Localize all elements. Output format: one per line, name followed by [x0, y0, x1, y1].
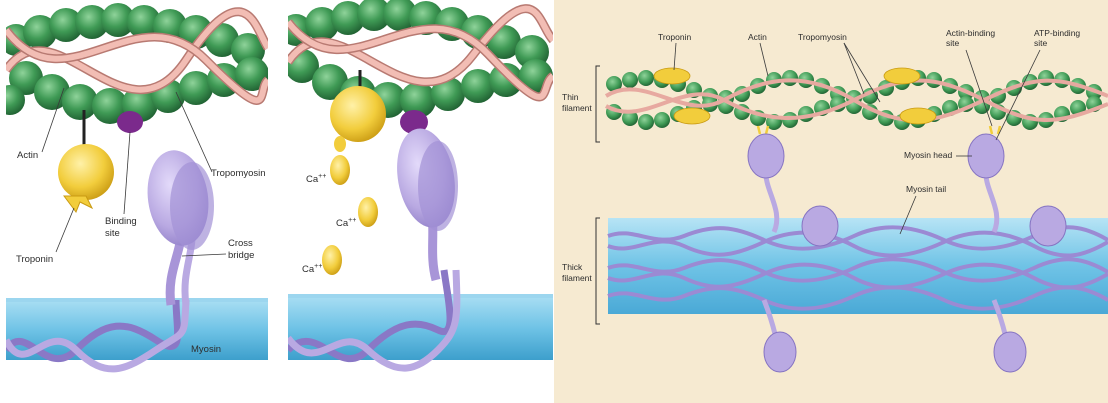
label-actin-binding-site-line1: Actin-binding [946, 28, 995, 38]
label-actin-binding-site-line2: site [946, 38, 960, 48]
panel-calcium-bound: Ca++ Ca++ Ca++ [288, 0, 553, 403]
label-troponin: Troponin [658, 32, 692, 42]
label-binding-site-line2: site [105, 228, 120, 239]
panel-filament-overview: Thin filament Thick filament Troponin Ac… [554, 0, 1108, 403]
label-myosin-head: Myosin head [904, 150, 952, 160]
label-thin-filament-line2: filament [562, 103, 592, 113]
label-thick-filament-line1: Thick [562, 262, 583, 272]
label-actin: Actin [17, 150, 38, 161]
binding-site-shape [117, 111, 143, 133]
label-myosin: Myosin [191, 344, 221, 355]
label-thin-filament-line1: Thin [562, 92, 579, 102]
label-cross-bridge-line2: bridge [228, 250, 254, 261]
label-actin: Actin [748, 32, 767, 42]
label-binding-site-line1: Binding [105, 216, 137, 227]
label-cross-bridge-line1: Cross [228, 238, 253, 249]
label-atp-binding-site-line1: ATP-binding [1034, 28, 1080, 38]
panel-resting-state: Actin Troponin Binding site Tropomyosin … [6, 0, 268, 403]
label-troponin: Troponin [16, 254, 53, 265]
label-tropomyosin: Tropomyosin [211, 168, 266, 179]
calcium-ion [358, 197, 378, 227]
label-tropomyosin: Tropomyosin [798, 32, 847, 42]
label-myosin-tail: Myosin tail [906, 184, 946, 194]
calcium-ion [330, 155, 350, 185]
label-thick-filament-line2: filament [562, 273, 592, 283]
label-atp-binding-site-line2: site [1034, 38, 1048, 48]
calcium-ion [322, 245, 342, 275]
